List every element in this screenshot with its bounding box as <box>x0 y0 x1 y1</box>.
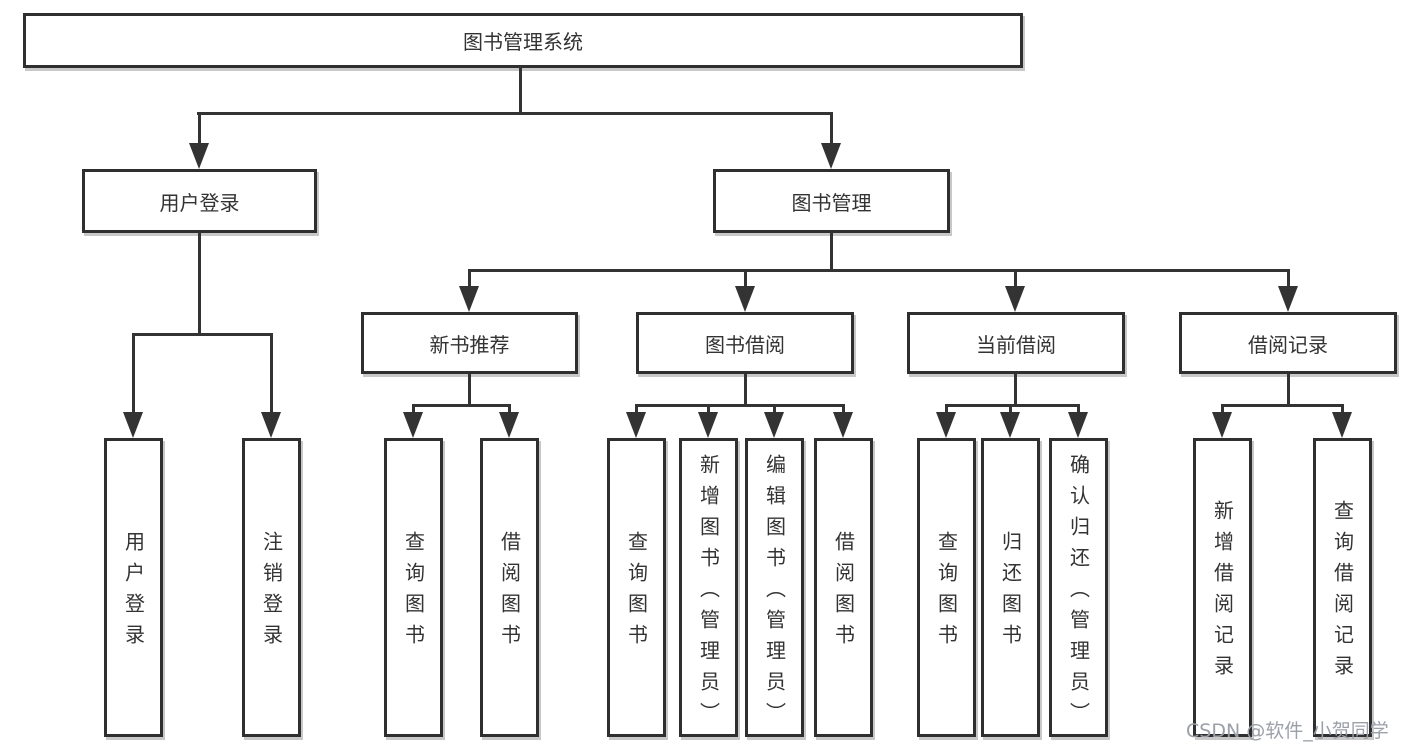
leaf-return-book: 归还图书 <box>981 438 1040 737</box>
connector-line <box>1014 269 1017 291</box>
leaf-add-book-admin: 新增图书（管理员） <box>679 438 738 737</box>
leaf-borrow-book: 借阅图书 <box>814 438 873 737</box>
node-user-login: 用户登录 <box>82 169 317 233</box>
node-root: 图书管理系统 <box>23 13 1023 68</box>
connector-line <box>773 404 776 417</box>
leaf-query-borrow-record-label: 查询借阅记录 <box>1330 500 1355 686</box>
connector-line <box>468 269 1290 272</box>
connector-line <box>198 231 201 336</box>
arrow-down-icon <box>626 412 646 438</box>
leaf-confirm-return-admin: 确认归还（管理员） <box>1049 438 1108 737</box>
arrow-down-icon <box>1005 286 1025 312</box>
leaf-query-books-borrow-label: 查询图书 <box>624 531 649 655</box>
connector-line <box>1014 374 1017 407</box>
watermark: CSDN @软件_小贺同学 <box>1186 720 1389 742</box>
arrow-down-icon <box>499 412 519 438</box>
arrow-down-icon <box>403 412 423 438</box>
leaf-borrow-book-recommend: 借阅图书 <box>480 438 539 737</box>
connector-line <box>1077 404 1080 417</box>
connector-line <box>707 404 710 417</box>
connector-line <box>132 333 273 336</box>
leaf-add-borrow-record-label: 新增借阅记录 <box>1210 500 1235 686</box>
connector-line <box>412 404 415 417</box>
arrow-down-icon <box>1068 412 1088 438</box>
arrow-down-icon <box>936 412 956 438</box>
connector-line <box>635 404 638 417</box>
leaf-edit-book-admin-label: 编辑图书（管理员） <box>762 453 787 733</box>
connector-line <box>842 404 845 417</box>
connector-line <box>1221 404 1344 407</box>
node-borrowing-records: 借阅记录 <box>1179 312 1397 374</box>
connector-line <box>508 404 511 417</box>
connector-line <box>744 374 747 407</box>
leaf-query-books-recommend-label: 查询图书 <box>401 531 426 655</box>
connector-line <box>132 333 135 417</box>
arrow-down-icon <box>189 143 209 169</box>
connector-line <box>519 66 522 114</box>
arrow-down-icon <box>833 412 853 438</box>
connector-line <box>830 112 833 148</box>
leaf-edit-book-admin: 编辑图书（管理员） <box>745 438 804 737</box>
arrow-down-icon <box>459 286 479 312</box>
leaf-add-borrow-record: 新增借阅记录 <box>1193 438 1252 737</box>
leaf-add-book-admin-label: 新增图书（管理员） <box>696 453 721 733</box>
connector-line <box>830 231 833 272</box>
connector-line <box>1341 404 1344 417</box>
arrow-down-icon <box>123 412 143 438</box>
arrow-down-icon <box>1000 412 1020 438</box>
connector-line <box>945 404 948 417</box>
connector-line <box>412 404 511 407</box>
arrow-down-icon <box>735 286 755 312</box>
node-book-management: 图书管理 <box>713 169 950 233</box>
arrow-down-icon <box>1212 412 1232 438</box>
node-new-book-recommendation: 新书推荐 <box>361 312 578 374</box>
node-book-management-label: 图书管理 <box>791 190 872 215</box>
node-new-book-recommendation-label: 新书推荐 <box>429 332 510 357</box>
arrow-down-icon <box>764 412 784 438</box>
connector-line <box>635 404 845 407</box>
arrow-down-icon <box>821 143 841 169</box>
connector-line <box>468 374 471 407</box>
connector-line <box>1009 404 1012 417</box>
connector-line <box>744 269 747 291</box>
arrow-down-icon <box>261 412 281 438</box>
arrow-down-icon <box>698 412 718 438</box>
connector-line <box>945 404 1080 407</box>
leaf-query-books-recommend: 查询图书 <box>384 438 443 737</box>
leaf-query-borrow-record: 查询借阅记录 <box>1313 438 1372 737</box>
leaf-logout: 注销登录 <box>242 438 301 737</box>
leaf-query-books-current-label: 查询图书 <box>934 531 959 655</box>
node-book-borrowing: 图书借阅 <box>636 312 854 374</box>
leaf-user-login-label: 用户登录 <box>121 531 146 655</box>
connector-line <box>468 269 471 291</box>
node-borrowing-records-label: 借阅记录 <box>1248 332 1328 357</box>
leaf-return-book-label: 归还图书 <box>998 531 1023 655</box>
leaf-confirm-return-admin-label: 确认归还（管理员） <box>1066 453 1091 733</box>
connector-line <box>1287 374 1290 407</box>
connector-line <box>1221 404 1224 417</box>
leaf-query-books-current: 查询图书 <box>917 438 976 737</box>
connector-line <box>198 112 201 148</box>
connector-line <box>270 333 273 417</box>
leaf-user-login: 用户登录 <box>104 438 163 737</box>
node-book-borrowing-label: 图书借阅 <box>705 332 785 357</box>
node-root-label: 图书管理系统 <box>463 30 583 54</box>
node-user-login-label: 用户登录 <box>159 190 240 215</box>
node-current-borrowing: 当前借阅 <box>907 312 1125 374</box>
connector-line <box>197 112 833 115</box>
leaf-borrow-book-label: 借阅图书 <box>831 531 856 655</box>
node-current-borrowing-label: 当前借阅 <box>976 332 1056 357</box>
leaf-borrow-book-recommend-label: 借阅图书 <box>497 531 522 655</box>
leaf-logout-label: 注销登录 <box>259 531 284 655</box>
connector-line <box>1287 269 1290 291</box>
leaf-query-books-borrow: 查询图书 <box>607 438 666 737</box>
arrow-down-icon <box>1332 412 1352 438</box>
arrow-down-icon <box>1278 286 1298 312</box>
